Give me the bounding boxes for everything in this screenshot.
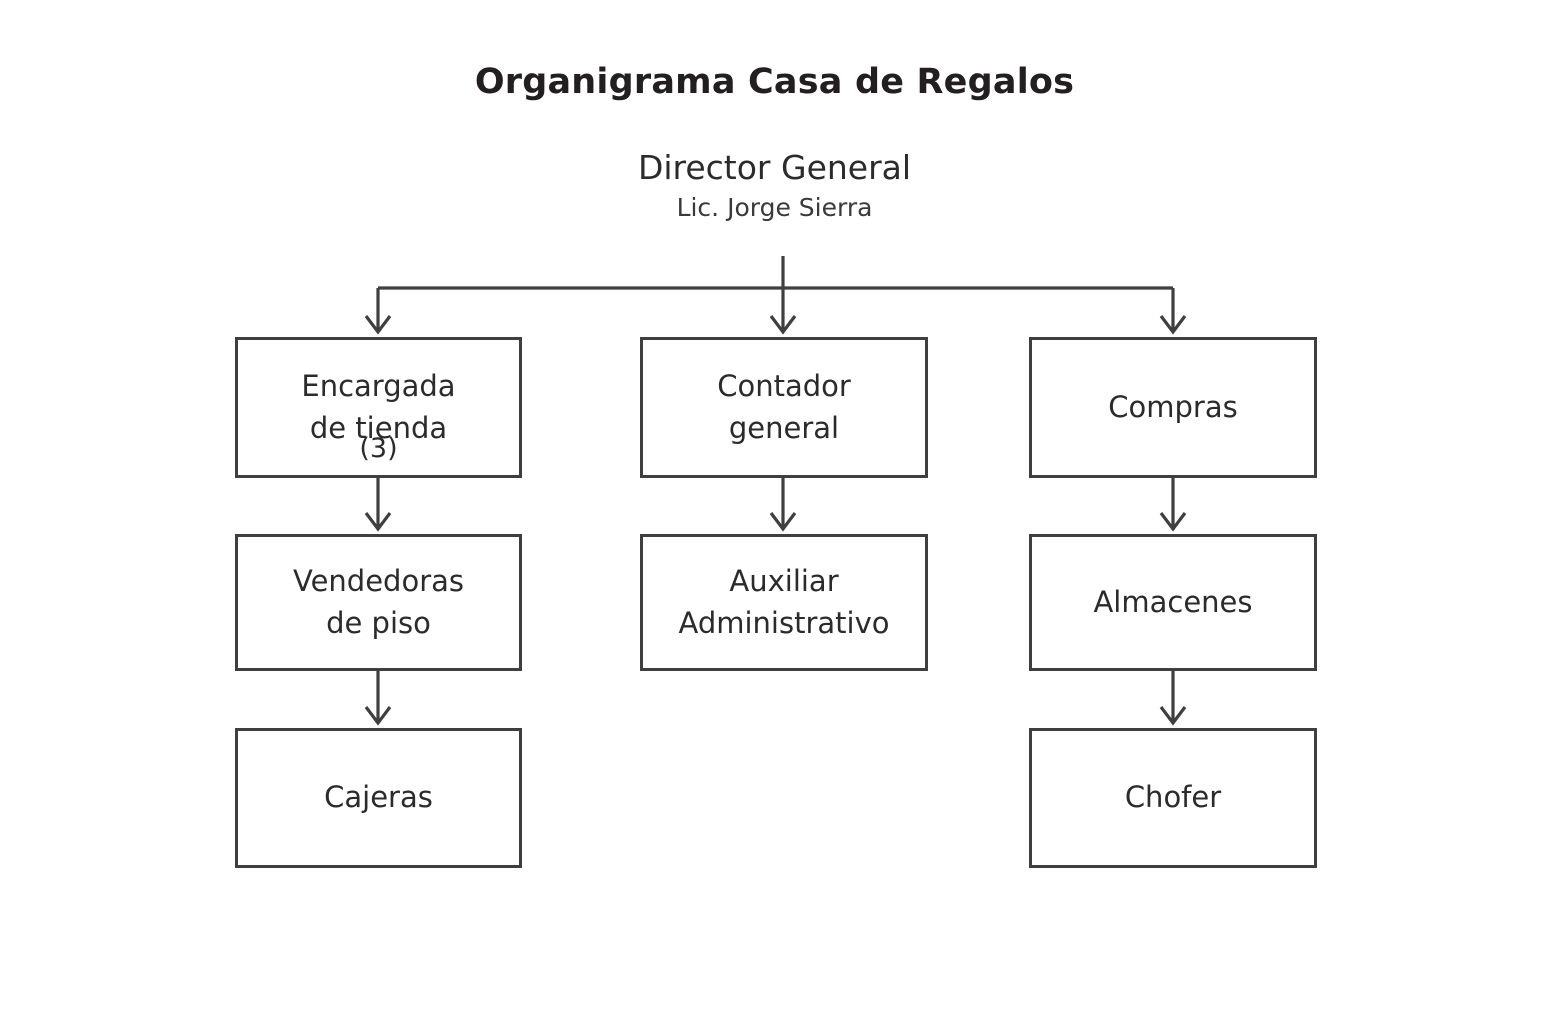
node-label: Chofer bbox=[1124, 780, 1222, 815]
arrowhead-left-t2 bbox=[364, 512, 392, 532]
node-vendedoras-de-piso[interactable]: Vendedoras de piso bbox=[235, 534, 522, 671]
arrowhead-right-t1 bbox=[1159, 315, 1187, 335]
arrowhead-left-t3 bbox=[364, 706, 392, 726]
node-count: (3) bbox=[359, 432, 398, 464]
node-auxiliar-administrativo[interactable]: Auxiliar Administrativo bbox=[640, 534, 928, 671]
arrowhead-right-t3 bbox=[1159, 706, 1187, 726]
node-encargada-count-wrap: (3) bbox=[235, 337, 522, 478]
arrowhead-mid-t1 bbox=[769, 315, 797, 335]
node-label: Auxiliar Administrativo bbox=[678, 564, 890, 640]
root-node-director-general: Director General Lic. Jorge Sierra bbox=[0, 148, 1549, 223]
node-compras[interactable]: Compras bbox=[1029, 337, 1317, 478]
arrowhead-mid-t2 bbox=[769, 512, 797, 532]
root-node-title: Director General bbox=[637, 148, 912, 187]
node-contador-general[interactable]: Contador general bbox=[640, 337, 928, 478]
node-encargada-de-tienda[interactable]: Encargada de tienda bbox=[235, 337, 522, 478]
node-chofer[interactable]: Chofer bbox=[1029, 728, 1317, 868]
node-cajeras[interactable]: Cajeras bbox=[235, 728, 522, 868]
node-label: Cajeras bbox=[324, 780, 433, 815]
node-label: Contador general bbox=[717, 369, 851, 445]
page-title: Organigrama Casa de Regalos bbox=[474, 62, 1075, 102]
node-label: Almacenes bbox=[1093, 584, 1253, 619]
arrowhead-left-t1 bbox=[364, 315, 392, 335]
node-label: Encargada de tienda bbox=[301, 369, 456, 445]
arrowhead-right-t2 bbox=[1159, 512, 1187, 532]
node-label: Compras bbox=[1108, 389, 1238, 424]
node-label: Vendedoras de piso bbox=[292, 564, 464, 640]
root-node-subtitle: Lic. Jorge Sierra bbox=[676, 192, 873, 222]
node-almacenes[interactable]: Almacenes bbox=[1029, 534, 1317, 671]
